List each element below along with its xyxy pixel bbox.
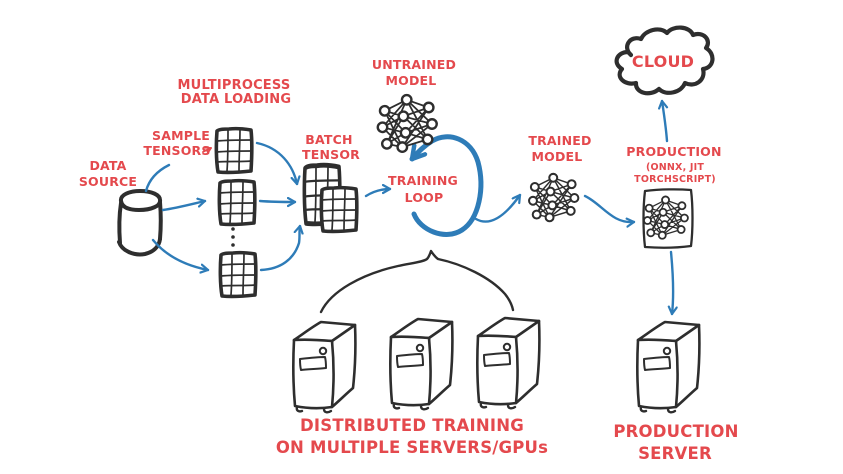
data-source-cylinder-icon [117,189,163,257]
arrow-tensor-1-to-batch [255,141,297,186]
trained-model-network-icon [528,172,580,223]
arrow-loop-to-trained [474,193,522,223]
sample-tensor-grid-icon-3 [218,250,258,299]
multiprocess-label-line1: MULTIPROCESS [178,78,291,93]
untrained-model-network-icon [376,93,438,154]
trained-model-label-line1: TRAINED [528,133,591,148]
arrow-source-to-tensor-3 [151,238,210,270]
trained-model-label-line2: MODEL [532,149,583,164]
untrained-model-label-line1: UNTRAINED [372,57,456,72]
data-source-label-line1: DATA [89,158,126,173]
ellipsis-dots-icon [231,227,235,247]
training-loop-label-line1: TRAINING [388,173,458,188]
arrow-trained-to-production [583,194,636,222]
batch-tensor-label-line2: TENSOR [302,147,360,162]
arrow-batch-to-loop [364,189,392,198]
labels: MULTIPROCESS DATA LOADING SAMPLE TENSORS… [79,52,739,463]
arrow-tensor-3-to-batch [259,224,300,272]
cloud-icon [614,25,715,96]
training-loop-label-line2: LOOP [405,190,444,205]
training-server-icon-2 [389,317,454,411]
arrow-tensor-2-to-batch [258,201,297,202]
production-label-line3: TORCHSCRIPT) [634,174,716,185]
training-server-icon-1 [292,320,357,414]
arrow-source-to-tensor-2 [161,201,207,212]
production-label-line2: (ONNX, JIT [646,162,704,173]
curly-brace [319,249,515,314]
arrow-production-to-server [671,250,673,316]
multiprocess-label-line2: DATA LOADING [181,92,291,107]
production-model-box-icon [642,188,694,249]
sample-tensors-label-line1: SAMPLE [152,128,210,143]
sample-tensor-grid-icon-1 [214,126,254,175]
production-server-label-line2: SERVER [638,444,712,463]
data-source-label-line2: SOURCE [79,174,137,189]
production-server-label-line1: PRODUCTION [613,422,738,441]
distributed-training-label-line2: ON MULTIPLE SERVERS/GPUs [276,438,548,457]
batch-tensor-label-line1: BATCH [305,132,352,147]
untrained-model-label-line2: MODEL [386,73,437,88]
batch-tensor-icon [304,165,359,234]
distributed-training-label-line1: DISTRIBUTED TRAINING [300,416,524,435]
arrow-source-to-label [144,163,171,193]
flow-arrows [144,99,673,316]
sample-tensor-grid-icon-2 [217,178,257,227]
production-server-icon [636,320,701,414]
sample-tensors-label-line2: TENSORS [143,143,210,158]
arrow-production-to-cloud [662,99,669,143]
cloud-label: CLOUD [632,52,694,71]
label-pointer-arrow [202,146,212,155]
training-server-icon-3 [476,316,541,410]
production-label-line1: PRODUCTION [626,144,721,159]
